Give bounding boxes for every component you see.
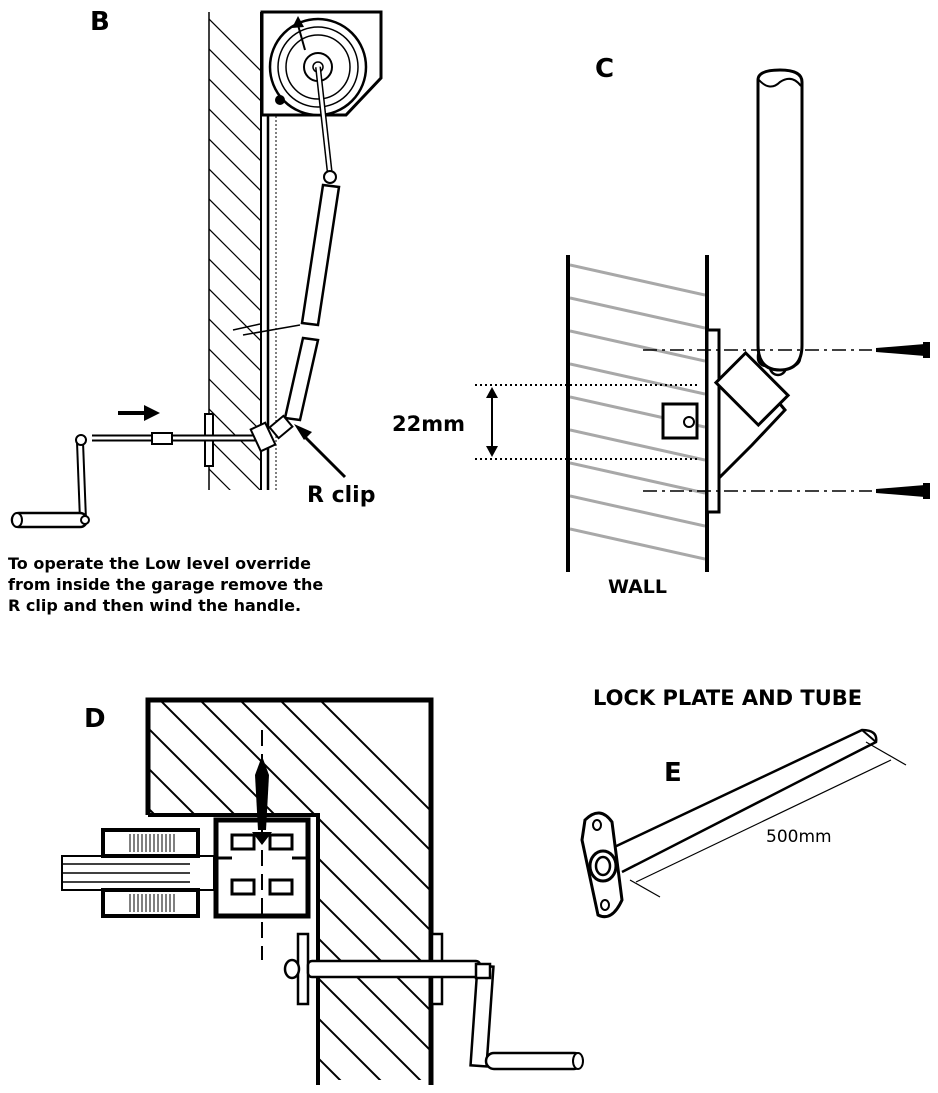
diagram-d-label: D: [84, 704, 106, 734]
caption-line: To operate the Low level override: [8, 554, 311, 573]
diagram-b-label: B: [90, 7, 110, 37]
winding-handle-b: [10, 413, 277, 529]
wall-label: WALL: [608, 576, 667, 598]
caption-line: from inside the garage remove the: [8, 575, 324, 594]
lock-plate: [580, 811, 624, 919]
push-arrow-icon: [118, 405, 160, 421]
diagram-b: B: [10, 7, 383, 529]
caption-line: R clip and then wind the handle.: [8, 596, 302, 615]
screw-icon: [252, 756, 272, 845]
screw-icon: [876, 483, 930, 499]
override-linkage: [232, 66, 341, 440]
screw-icon: [876, 342, 930, 358]
r-clip-pointer: [294, 424, 347, 479]
door-profile: [61, 817, 311, 919]
arrow-up-icon: [292, 16, 304, 28]
diagram-e: LOCK PLATE AND TUBE E 500mm: [580, 686, 907, 919]
wall-bracket: [661, 68, 804, 514]
lock-plate-title: LOCK PLATE AND TUBE: [593, 686, 862, 710]
dimension-500mm-label: 500mm: [766, 827, 832, 847]
winding-handle-d: [283, 932, 584, 1071]
dimension-22mm-label: 22mm: [392, 412, 465, 436]
diagram-e-label: E: [664, 758, 682, 788]
override-instructions: To operate the Low level override from i…: [8, 553, 408, 616]
diagram-c-label: C: [595, 54, 614, 84]
dimension-22mm: [475, 384, 700, 460]
lock-tube: [607, 728, 907, 898]
r-clip-label: R clip: [307, 483, 375, 508]
diagram-c: C WALL: [392, 54, 930, 598]
